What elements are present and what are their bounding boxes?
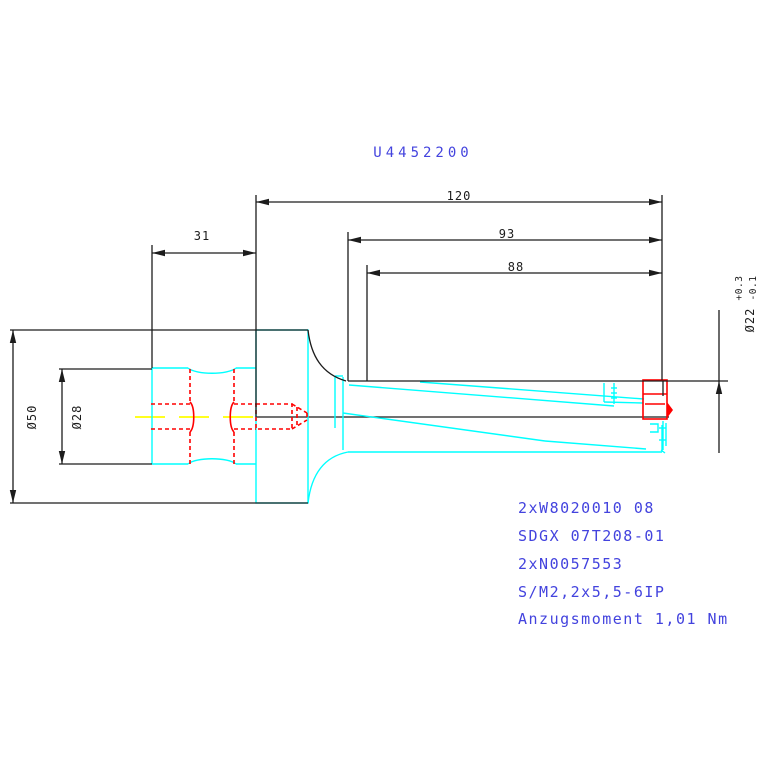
dim-label-overall-length: 120 [447,189,472,203]
neck-taper-bottom [307,451,349,504]
neck-taper-top [307,329,347,382]
dim-label-93: 93 [499,227,515,241]
screw-head-detail [650,423,659,433]
dim-label-body-diameter: Ø50 [25,405,39,430]
arrowhead [348,236,361,244]
arrowhead [152,249,165,257]
coolant-bore-bulge [229,401,235,433]
note-torque: Anzugsmoment 1,01 Nm [518,610,729,628]
coolant-plug-taper [291,403,308,414]
pocket-floor [603,401,644,404]
flute-line [419,381,645,400]
coolant-bore-bulge [189,401,195,433]
coolant-plug-body [255,403,293,430]
dim-label-cutting-diameter: Ø22 [743,308,757,333]
flute-line [544,440,647,450]
annotation-layer: U4452200 2xW8020010 08 SDGX 07T208-01 2x… [373,145,729,628]
arrowhead [649,236,662,244]
note-screw-spec: S/M2,2x5,5-6IP [518,583,665,601]
insert-outline [642,379,668,420]
dim-label-88: 88 [508,260,524,274]
flute-line [342,412,546,442]
arrowhead [715,381,723,394]
note-insert: SDGX 07T208-01 [518,527,665,545]
dim-label-pilot-diameter: Ø28 [70,405,84,430]
note-component-1: 2xW8020010 08 [518,499,655,517]
shank-top-groove [187,367,237,374]
arrowhead [649,269,662,277]
hidden-feature-layer [151,369,673,464]
drawing-title: U4452200 [373,145,472,161]
arrowhead [9,490,17,503]
tolerance-lower-label: -0.1 [748,276,759,301]
tolerance-upper-label: +0.3 [734,276,745,301]
dimension-layer: 120 93 88 31 Ø50 Ø28 Ø22 +0.3 -0.1 [9,189,759,504]
insert-corner-tip [667,402,673,418]
shank-bottom-groove [187,458,237,465]
arrowhead [243,249,256,257]
flute-line [348,384,615,407]
screw-tip [660,449,666,454]
arrowhead [9,330,17,343]
note-screw: 2xN0057553 [518,555,623,573]
arrowhead [58,451,66,464]
arrowhead [367,269,380,277]
dim-label-shank-length: 31 [194,229,210,243]
arrowhead [58,369,66,382]
arrowhead [649,198,662,206]
arrowhead [256,198,269,206]
coolant-plug-taper [291,419,308,430]
